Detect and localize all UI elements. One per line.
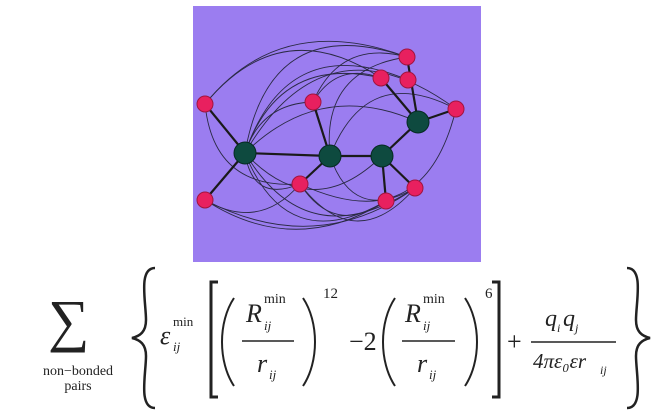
epsilon-subscript: ij <box>173 339 181 354</box>
interaction-arrow-H3-H6 <box>312 72 382 103</box>
R-superscript-2: min <box>423 292 445 307</box>
minus-two: −2 <box>349 327 377 356</box>
charge-q-j-sub: j <box>573 321 579 335</box>
nonbonded-energy-formula: ∑ non−bonded pairs ε min ij R min ij r i… <box>43 266 651 410</box>
r-subscript-2: ij <box>429 367 437 382</box>
right-square-bracket <box>492 280 501 399</box>
interaction-arrow-H4-H7 <box>299 108 458 202</box>
right-paren-1 <box>302 297 316 387</box>
left-paren-1 <box>221 297 235 387</box>
molecule-diagram <box>193 6 481 262</box>
epsilon-symbol: ε <box>160 321 171 350</box>
exponent-6: 6 <box>485 286 493 302</box>
atoms <box>196 48 465 210</box>
R-superscript-1: min <box>264 292 286 307</box>
right-paren-2 <box>464 297 478 387</box>
hydrogen-atom-h8 <box>377 192 395 210</box>
hydrogen-atom-h5 <box>398 48 416 66</box>
right-curly-brace <box>626 266 651 410</box>
R-symbol-1: R <box>245 299 262 328</box>
interaction-arrow-C1-H5 <box>244 45 408 154</box>
heavy-atom-c1 <box>233 141 257 165</box>
interaction-arrow-H4-H8 <box>299 183 387 216</box>
sum-label-line2: pairs <box>64 379 91 394</box>
heavy-atom-c3 <box>370 144 394 168</box>
hydrogen-atom-h4 <box>291 175 309 193</box>
bond-C1-C2 <box>244 151 331 158</box>
summation-symbol: ∑ <box>48 288 89 353</box>
heavy-atom-c4 <box>406 110 430 134</box>
interaction-arrow-H1-H6 <box>204 49 382 105</box>
plus-sign: + <box>507 327 522 356</box>
charge-q-i: q <box>545 306 557 332</box>
interaction-arrow-C2-H5 <box>328 54 408 157</box>
diagram-background <box>193 6 481 262</box>
hydrogen-atom-h3 <box>304 93 322 111</box>
r-subscript-1: ij <box>269 367 277 382</box>
R-symbol-2: R <box>404 299 421 328</box>
coulomb-denominator-sub: ij <box>600 363 607 377</box>
hydrogen-atom-h7 <box>447 100 465 118</box>
sum-label-line1: non−bonded <box>43 364 113 379</box>
coulomb-denominator: 4πε₀εr <box>533 349 587 373</box>
heavy-atom-c2 <box>318 144 342 168</box>
exponent-12: 12 <box>323 286 338 302</box>
left-paren-2 <box>382 297 396 387</box>
interaction-arrow-C2-H7 <box>329 93 457 157</box>
hydrogen-atom-h6 <box>372 69 390 87</box>
hydrogen-atom-h1 <box>196 95 214 113</box>
R-subscript-1: ij <box>264 318 272 333</box>
charge-q-j: q <box>563 306 575 332</box>
r-symbol-2: r <box>417 349 428 378</box>
interaction-arrow-C2-H9 <box>329 155 416 201</box>
hydrogen-atom-h9 <box>406 179 424 197</box>
charge-q-i-sub: i <box>557 321 560 335</box>
left-curly-brace <box>131 266 156 410</box>
interaction-arrow-C1-C4 <box>244 105 419 154</box>
epsilon-superscript: min <box>173 314 194 329</box>
interaction-arrow-H2-H4 <box>204 183 301 213</box>
hydrogen-atom-h2 <box>196 191 214 209</box>
interaction-arrow-H2-H8 <box>204 199 387 230</box>
hydrogen-atom-h10 <box>399 71 417 89</box>
interaction-arrow-C1-H7 <box>244 69 457 154</box>
R-subscript-2: ij <box>423 318 431 333</box>
left-square-bracket <box>209 280 218 399</box>
interaction-arrow-H4-H9 <box>299 183 416 222</box>
interaction-arrow-H3-H5 <box>312 52 408 103</box>
r-symbol-1: r <box>257 349 268 378</box>
